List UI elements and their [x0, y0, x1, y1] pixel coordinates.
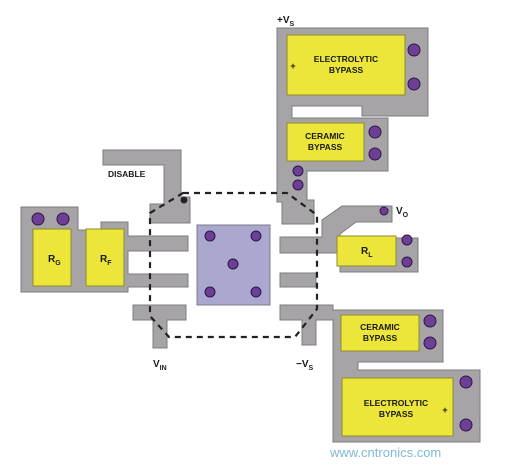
via [292, 179, 304, 191]
ceramic-bypass-bottom-label: BYPASS [363, 333, 398, 343]
ic-pin-right-lower [279, 272, 317, 288]
resistor-rg [32, 228, 72, 287]
pin1-marker-dot [180, 196, 188, 204]
electrolytic-bypass-bottom [341, 377, 454, 437]
electrolytic-bypass-top [286, 34, 406, 96]
watermark-text: www.cntronics.com [329, 445, 441, 460]
resistor-rl [336, 235, 397, 267]
ceramic-bypass-bottom-label: CERAMIC [360, 322, 400, 332]
resistor-rg-label: RG [48, 254, 61, 267]
via [368, 125, 382, 139]
vo-label: VO [396, 206, 409, 219]
via [292, 165, 304, 177]
via [56, 212, 70, 226]
labels: +VS DISABLE VO VIN −VS ELECTROLYTIC BYPA… [48, 15, 448, 419]
via [407, 43, 421, 57]
vs-positive-label: +VS [277, 15, 295, 28]
via [407, 77, 421, 91]
electrolytic-bypass-bottom-label: BYPASS [379, 409, 414, 419]
ceramic-bypass-bottom [340, 314, 420, 352]
ceramic-bypass-top [286, 122, 365, 162]
via [459, 418, 473, 432]
ic-pad-via [204, 286, 216, 298]
components [32, 34, 454, 437]
via [368, 147, 382, 161]
vin-label: VIN [153, 359, 167, 372]
via [423, 336, 437, 350]
electrolytic-bypass-top-label: BYPASS [329, 65, 364, 75]
ceramic-bypass-top-label: BYPASS [308, 142, 343, 152]
ic-pad-via [204, 230, 216, 242]
ic-pad-via [250, 286, 262, 298]
polarity-plus-top: + [290, 61, 295, 71]
resistor-rf [85, 228, 125, 287]
electrolytic-bypass-top-label: ELECTROLYTIC [314, 54, 378, 64]
ic-pad-via [227, 258, 239, 270]
disable-label: DISABLE [108, 169, 146, 179]
resistor-rl-label: RL [361, 246, 373, 259]
ceramic-bypass-top-label: CERAMIC [305, 131, 345, 141]
via [31, 212, 45, 226]
ic-pad-via [250, 230, 262, 242]
vias [31, 43, 473, 432]
via [459, 375, 473, 389]
electrolytic-bypass-bottom-label: ELECTROLYTIC [364, 398, 428, 408]
via [401, 256, 413, 268]
vs-negative-label: −VS [296, 359, 314, 372]
via [423, 314, 437, 328]
resistor-rf-label: RF [100, 254, 112, 267]
disable-trace [102, 149, 191, 224]
via [379, 206, 389, 216]
polarity-plus-bottom: + [442, 405, 447, 415]
via [401, 234, 413, 246]
